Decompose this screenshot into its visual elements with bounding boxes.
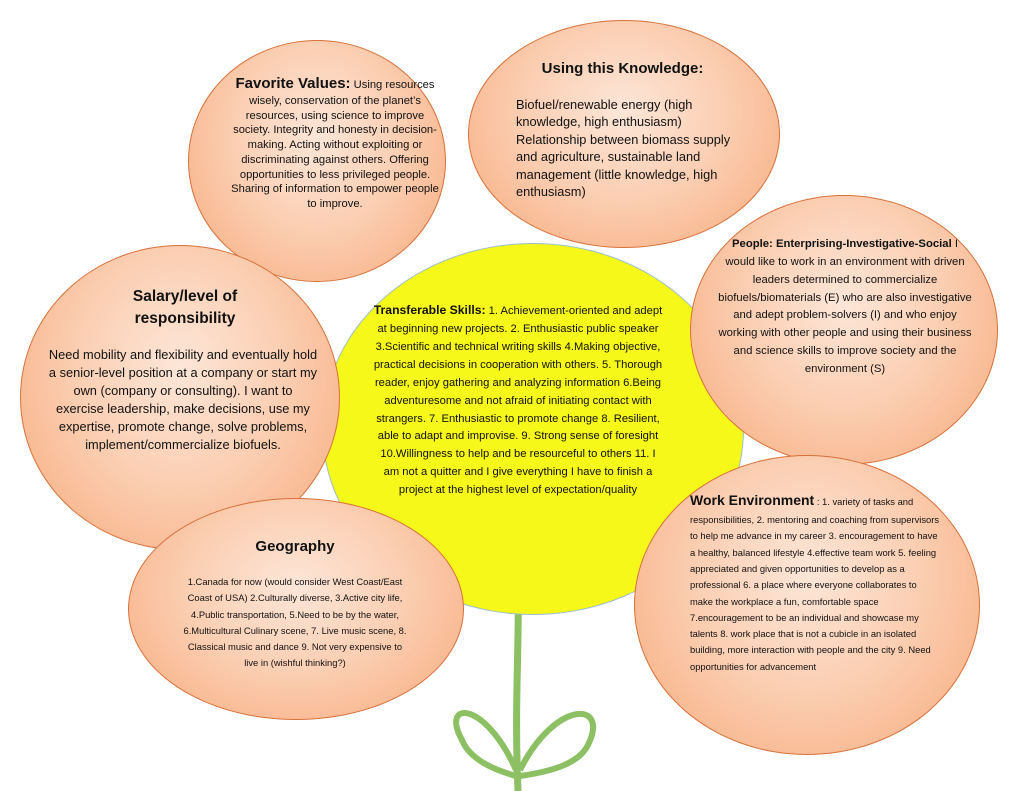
salary-text: Need mobility and flexibility and eventu… <box>48 347 318 452</box>
people-block: People: Enterprising-Investigative-Socia… <box>718 236 972 379</box>
center-title: Transferable Skills: <box>373 303 486 317</box>
petal-work-environment <box>634 455 980 755</box>
people-title: People: Enterprising-Investigative-Socia… <box>732 238 952 250</box>
geography-title: Geography <box>255 538 335 555</box>
petal-people <box>690 195 998 465</box>
geography-text: 1.Canada for now (would consider West Co… <box>183 576 407 669</box>
petal-favorite-values <box>188 40 446 282</box>
center-text: 1. Achievement-oriented and adept at beg… <box>373 305 663 497</box>
work-environment-text: : 1. variety of tasks and responsibiliti… <box>690 496 940 672</box>
favorite-values-block: Favorite Values: Using resources wisely,… <box>230 74 440 212</box>
leaf-right <box>517 710 596 779</box>
using-knowledge-text: Biofuel/renewable energy (high knowledge… <box>516 97 731 199</box>
favorite-values-title: Favorite Values: <box>235 75 351 92</box>
center-block: Transferable Skills: 1. Achievement-orie… <box>372 301 664 500</box>
work-environment-block: Work Environment : 1. variety of tasks a… <box>690 488 940 675</box>
salary-title: Salary/level of responsibility <box>132 288 238 328</box>
using-knowledge-title: Using this Knowledge: <box>541 60 704 77</box>
leaf-left <box>453 710 519 779</box>
favorite-values-text: Using resources wisely, conservation of … <box>231 79 439 211</box>
work-environment-title: Work Environment <box>690 492 815 508</box>
petal-geography <box>128 498 464 720</box>
people-text: I would like to work in an environment w… <box>718 238 972 375</box>
petal-using-knowledge <box>468 20 780 248</box>
